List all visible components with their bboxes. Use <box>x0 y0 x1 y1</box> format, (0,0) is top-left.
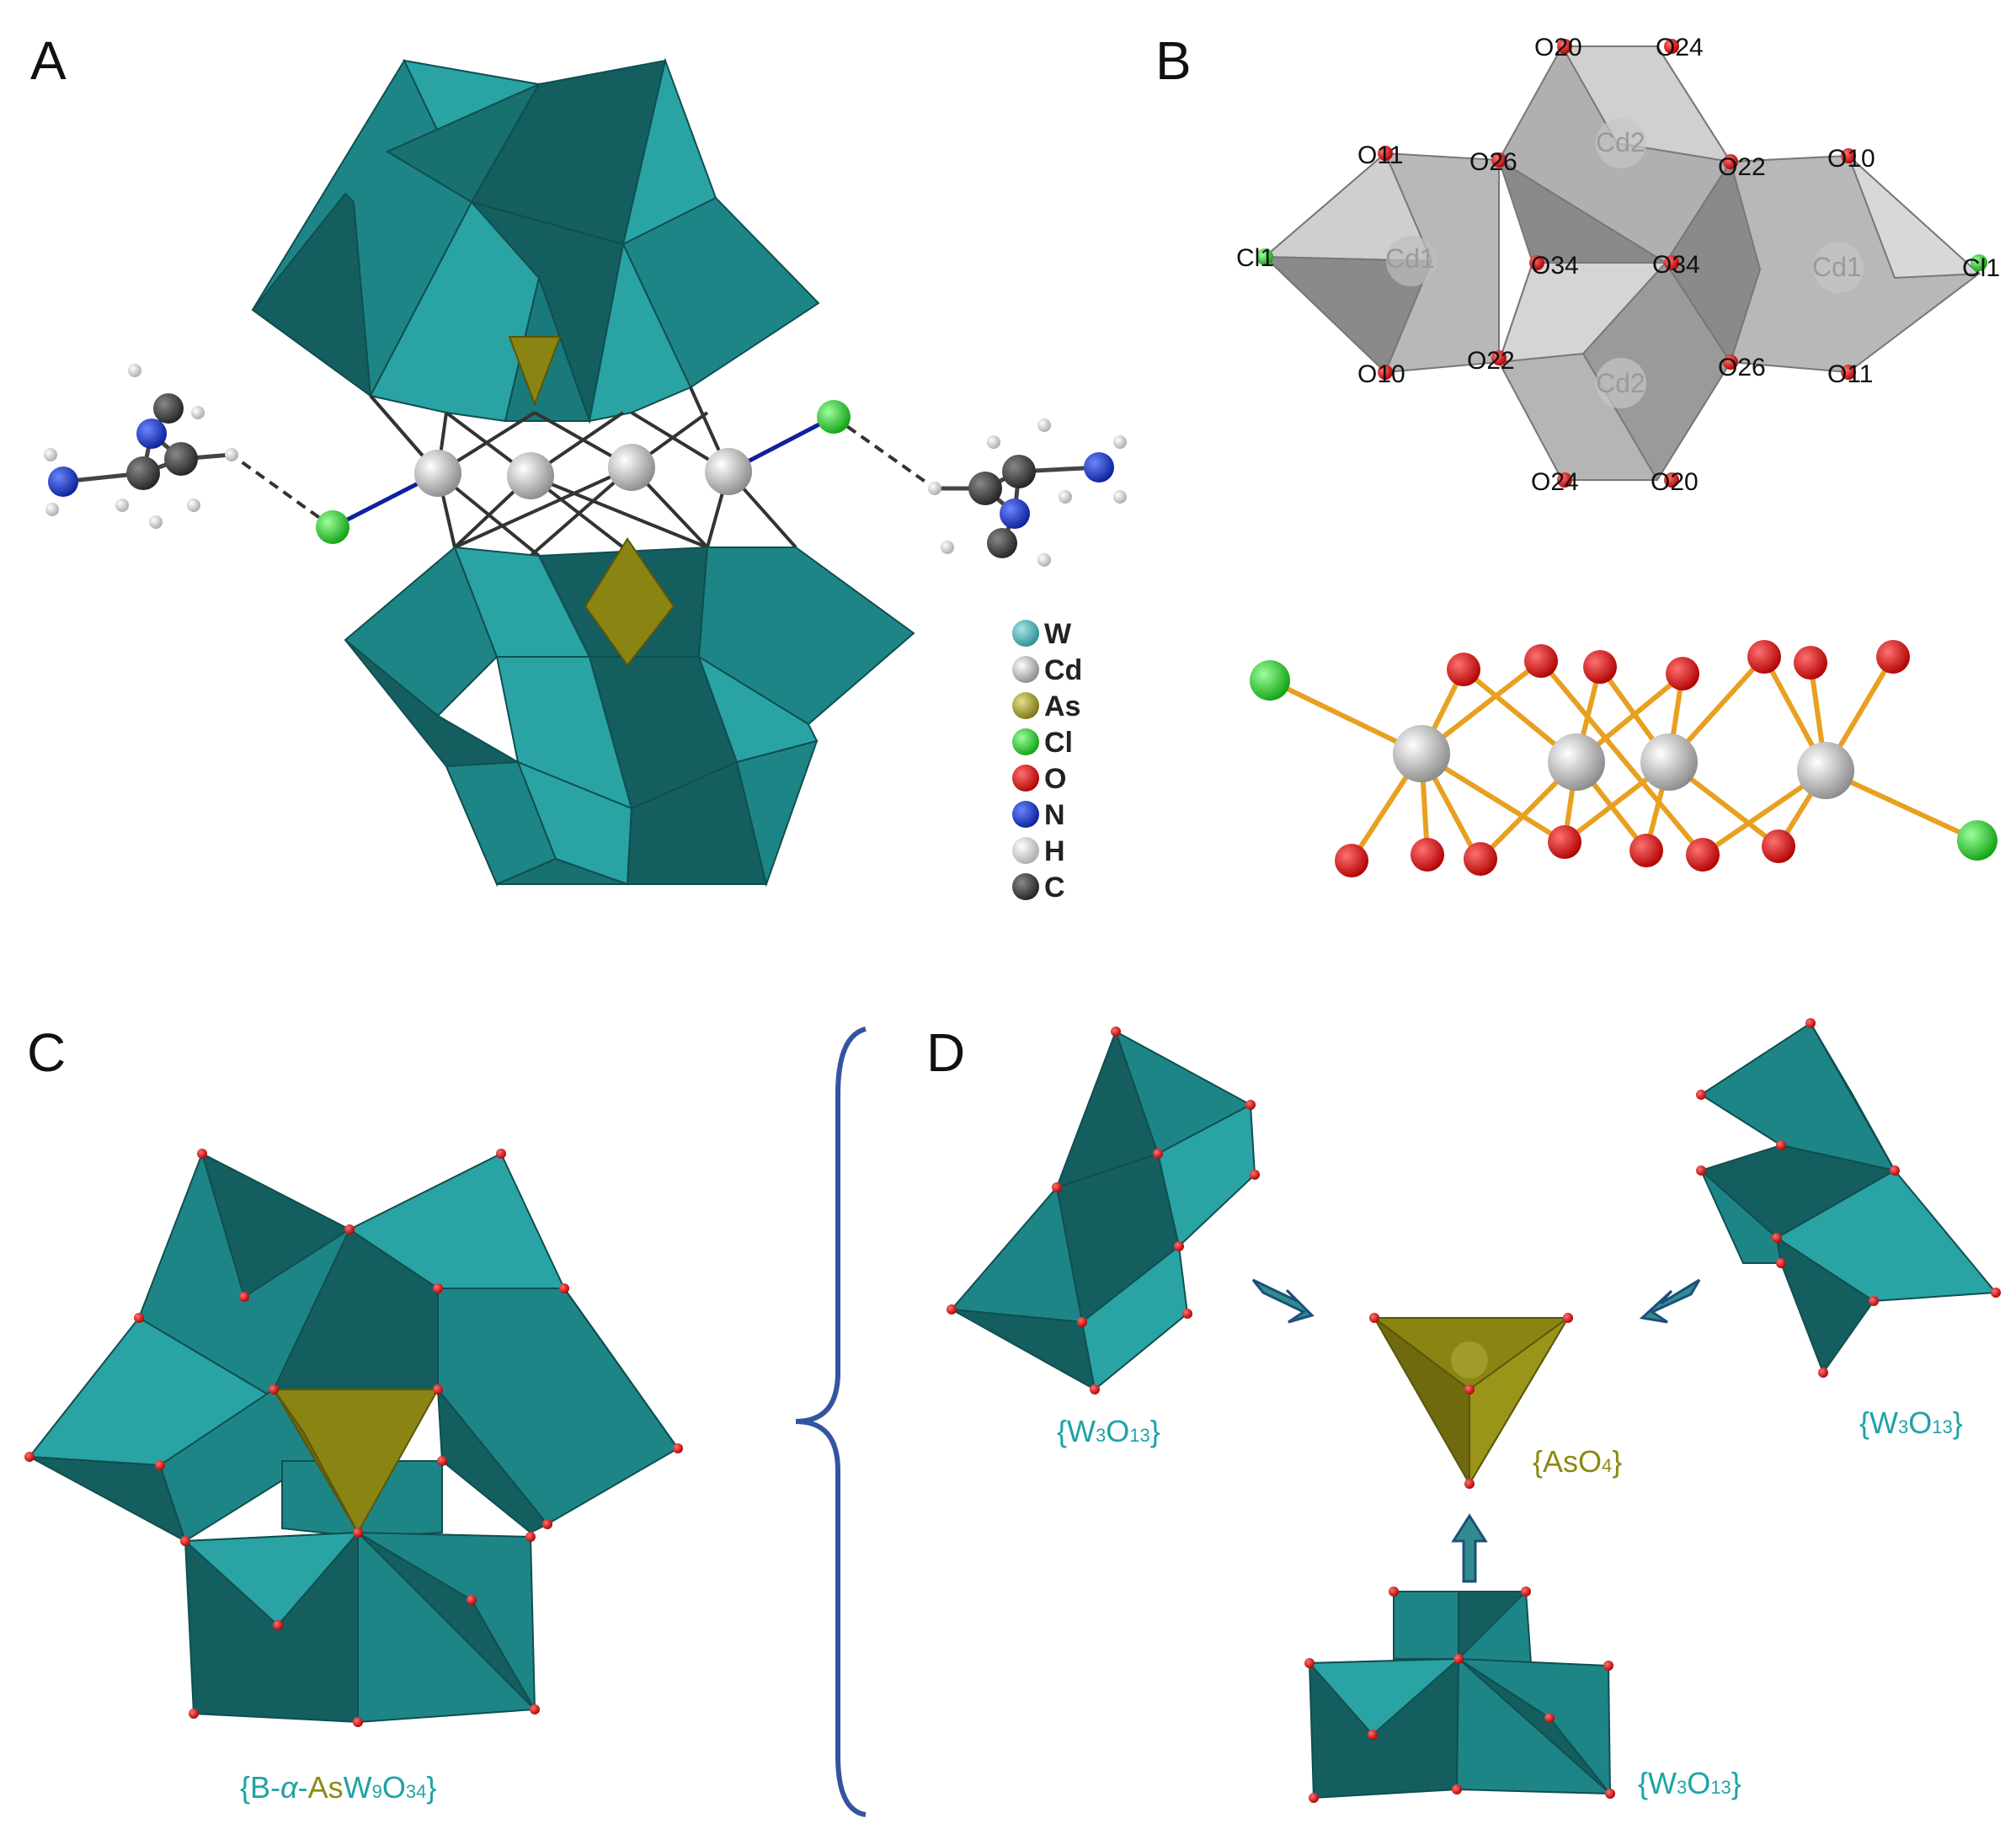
label-o10-left: O10 <box>1357 360 1405 388</box>
label-o26-bottom: O26 <box>1718 354 1766 381</box>
label-o22-bottom: O22 <box>1467 347 1515 375</box>
svg-text:N: N <box>1044 799 1065 831</box>
svg-text:H: H <box>1044 835 1065 867</box>
caption-w3o13-top-left: {W3O13} <box>1057 1414 1160 1448</box>
arrow-from-top-right <box>1639 1278 1701 1324</box>
caption-w3o13-bottom: {W3O13} <box>1638 1766 1741 1800</box>
panel-letter-b: B <box>1155 30 1192 91</box>
label-cl1-right: Cl1 <box>1962 254 2000 282</box>
label-o24-bottom: O24 <box>1531 468 1579 496</box>
panel-b-polyhedra: Cd1 Cd2 Cd2 Cd1 O20 O24 O11 O26 O22 O10 … <box>1236 34 2000 496</box>
label-cl1-left: Cl1 <box>1236 244 1274 272</box>
aso4-tetrahedron <box>1369 1313 1573 1489</box>
arrow-from-bottom <box>1451 1513 1488 1583</box>
w3o13-top-right <box>1696 1018 2001 1378</box>
label-o11-right: O11 <box>1827 360 1873 388</box>
label-o10-right: O10 <box>1827 145 1875 173</box>
label-cd2-top: Cd2 <box>1596 127 1645 157</box>
panel-letter-d: D <box>926 1022 965 1083</box>
label-o34-right: O34 <box>1652 251 1700 279</box>
svg-text:Cd: Cd <box>1044 654 1082 686</box>
w3o13-top-left <box>947 1026 1260 1394</box>
caption-b-alpha-asw9o34: {B-α-AsW9O34} <box>240 1770 436 1805</box>
label-cd1-right: Cd1 <box>1812 252 1862 282</box>
legend-item-w: W <box>1012 618 1072 650</box>
label-o11-left: O11 <box>1357 141 1403 169</box>
label-o26-top: O26 <box>1469 148 1517 176</box>
label-o34-left: O34 <box>1531 252 1579 280</box>
label-o20-top: O20 <box>1534 34 1582 61</box>
label-o22-top: O22 <box>1718 153 1766 181</box>
curly-brace <box>795 1026 867 1817</box>
lower-polyoxometalate <box>344 537 915 888</box>
panel-a-structure <box>44 57 1127 888</box>
w3o13-bottom <box>1304 1586 1615 1803</box>
legend-item-cl: Cl <box>1012 727 1073 759</box>
legend-item-n: N <box>1012 799 1065 831</box>
panel-d-structure <box>947 1018 2001 1803</box>
legend-item-cd: Cd <box>1012 654 1082 686</box>
legend-item-as: As <box>1012 691 1080 723</box>
label-o20-bottom: O20 <box>1651 468 1699 496</box>
svg-text:O: O <box>1044 763 1066 795</box>
legend-item-o: O <box>1012 763 1066 795</box>
panel-c-structure <box>24 1149 683 1727</box>
atom-legend: W Cd As Cl O N H C <box>1012 618 1082 904</box>
label-o24-top: O24 <box>1656 34 1704 61</box>
panel-b-ball-stick <box>1250 640 1997 877</box>
panel-letter-a: A <box>30 30 67 91</box>
svg-text:Cl: Cl <box>1044 727 1073 759</box>
legend-item-c: C <box>1012 872 1065 904</box>
legend-item-h: H <box>1012 835 1065 867</box>
caption-aso4: {AsO4} <box>1533 1444 1622 1479</box>
label-cd1-left: Cd1 <box>1385 243 1435 274</box>
hbond-right <box>832 415 936 490</box>
svg-text:W: W <box>1044 618 1072 650</box>
svg-text:As: As <box>1044 691 1080 723</box>
label-cd2-bottom: Cd2 <box>1596 368 1645 398</box>
hbond-left <box>230 453 334 529</box>
caption-w3o13-top-right: {W3O13} <box>1859 1405 1963 1440</box>
panel-letter-c: C <box>27 1022 66 1083</box>
upper-polyoxometalate <box>251 57 820 424</box>
svg-text:C: C <box>1044 872 1065 904</box>
arrow-from-top-left <box>1251 1278 1315 1324</box>
